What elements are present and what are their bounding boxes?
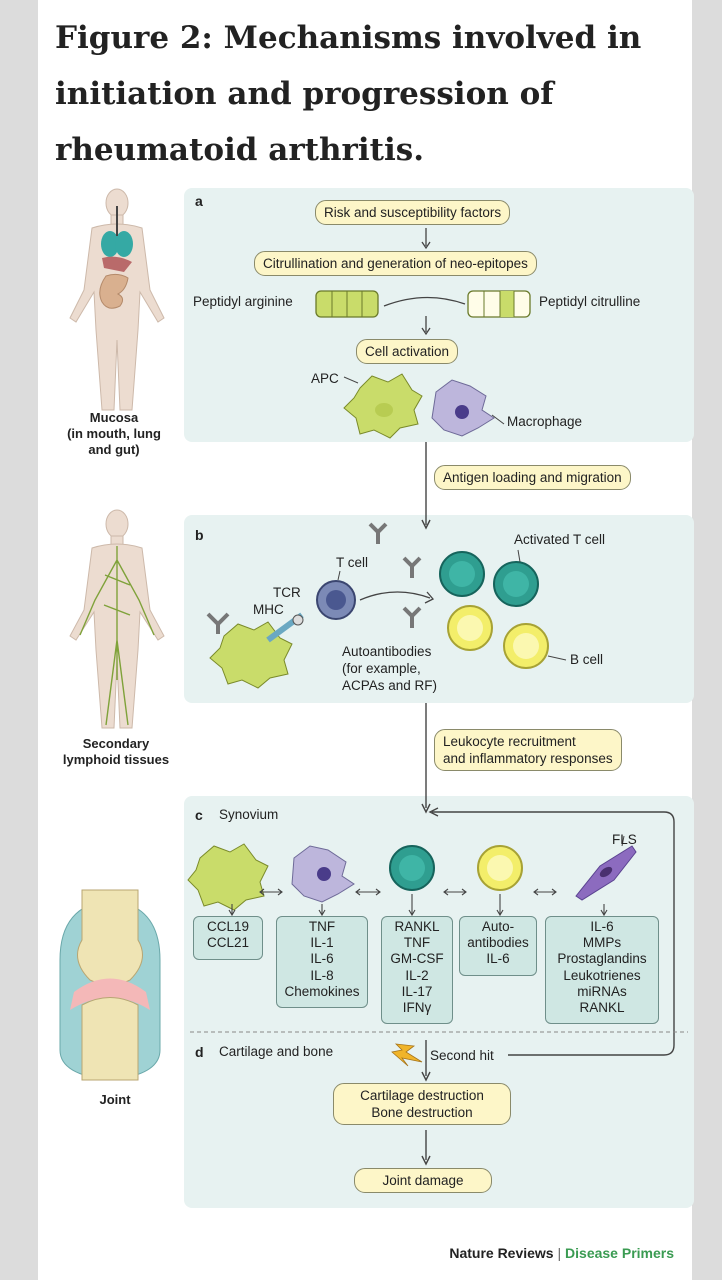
cytokine-item: IL-6 bbox=[590, 919, 614, 934]
activated-t-cell-label: Activated T cell bbox=[514, 532, 606, 547]
cartilage-bone-title: Cartilage and bone bbox=[219, 1044, 334, 1059]
mucosa-label-line1: Mucosa bbox=[89, 410, 139, 425]
mucosa-label-line2: (in mouth, lung bbox=[67, 426, 161, 441]
apc-label: APC bbox=[311, 371, 339, 386]
antibody-icon-2 bbox=[402, 556, 422, 578]
peptidyl-citrulline-icon bbox=[467, 290, 531, 318]
peptidyl-arginine-label: Peptidyl arginine bbox=[193, 294, 293, 309]
joint-damage-box: Joint damage bbox=[354, 1168, 492, 1193]
cytokine-box-t-cell: RANKL TNF GM-CSF IL-2 IL-17 IFNγ bbox=[381, 916, 453, 1024]
secondary-label-line1: Secondary bbox=[82, 736, 150, 751]
macrophage-label: Macrophage bbox=[507, 414, 583, 429]
secondary-lymphoid-label: Secondary lymphoid tissues bbox=[46, 736, 186, 768]
panel-b-label: b bbox=[195, 527, 204, 543]
leukocyte-line1: Leukocyte recruitment bbox=[443, 734, 576, 749]
cytokine-item: IL-17 bbox=[401, 983, 433, 999]
synovium-title: Synovium bbox=[219, 807, 279, 822]
cytokine-item: Leukotrienes bbox=[563, 967, 641, 983]
panel-d-label: d bbox=[195, 1044, 204, 1060]
tcr-label: TCR bbox=[273, 585, 301, 600]
footer-series: Disease Primers bbox=[565, 1245, 674, 1261]
antibody-icon-3 bbox=[402, 606, 422, 628]
fls-label: FLS bbox=[612, 832, 637, 847]
figure-title: Figure 2: Mechanisms involved in initiat… bbox=[55, 20, 642, 168]
destruction-line2: Bone destruction bbox=[371, 1105, 473, 1120]
antigen-loading-box: Antigen loading and migration bbox=[434, 465, 631, 490]
cell-arrows bbox=[228, 888, 608, 917]
risk-factors-box: Risk and susceptibility factors bbox=[315, 200, 511, 225]
second-hit-label: Second hit bbox=[430, 1048, 494, 1063]
cytokine-item: Chemokines bbox=[284, 983, 360, 999]
lightning-icon bbox=[391, 1043, 423, 1067]
conversion-arrow bbox=[383, 296, 466, 307]
mucosa-label: Mucosa (in mouth, lung and gut) bbox=[52, 410, 176, 458]
secondary-label-line2: lymphoid tissues bbox=[62, 752, 170, 767]
cytokine-item: RANKL bbox=[579, 1000, 625, 1016]
t-cell-icon bbox=[316, 580, 356, 620]
cytokine-box-apc: CCL19 CCL21 bbox=[193, 916, 263, 960]
cytokine-item: TNF bbox=[308, 919, 336, 934]
autoantibodies-line3: ACPAs and RF) bbox=[342, 678, 438, 693]
synovium-t-cell-icon bbox=[389, 845, 435, 891]
peptidyl-arginine-icon bbox=[315, 290, 379, 318]
mhc-label: MHC bbox=[253, 602, 284, 617]
organs-icon bbox=[99, 206, 133, 309]
cytokine-item: IL-2 bbox=[405, 967, 429, 983]
cytokine-item: GM-CSF bbox=[390, 951, 444, 967]
cytokine-item: CCL21 bbox=[206, 935, 250, 951]
footer-separator: | bbox=[557, 1245, 562, 1261]
cytokine-item: antibodies bbox=[467, 935, 529, 951]
peptidyl-citrulline-label: Peptidyl citrulline bbox=[539, 294, 641, 309]
journal-credit: Nature Reviews | Disease Primers bbox=[449, 1245, 674, 1261]
footer-brand: Nature Reviews bbox=[449, 1245, 554, 1261]
antibody-icon-4 bbox=[206, 612, 230, 634]
cytokine-item: IL-6 bbox=[310, 951, 334, 967]
joint-icon bbox=[59, 889, 161, 1081]
cytokine-item: CCL19 bbox=[206, 919, 250, 934]
cytokine-item: IL-8 bbox=[310, 967, 334, 983]
citrullination-box: Citrullination and generation of neo-epi… bbox=[254, 251, 537, 276]
cytokine-item: Prostaglandins bbox=[557, 951, 647, 967]
cytokine-box-fls: IL-6 MMPs Prostaglandins Leukotrienes mi… bbox=[545, 916, 659, 1024]
cytokine-item: IL-1 bbox=[310, 935, 334, 951]
cytokine-item: TNF bbox=[403, 935, 431, 951]
destruction-line1: Cartilage destruction bbox=[360, 1088, 484, 1103]
fls-cell-icon bbox=[575, 845, 637, 901]
synovium-apc-icon bbox=[187, 843, 269, 911]
joint-label: Joint bbox=[99, 1092, 131, 1107]
cytokine-item: MMPs bbox=[582, 935, 622, 951]
t-cell-label: T cell bbox=[336, 555, 369, 570]
synovium-macrophage-icon bbox=[291, 845, 355, 903]
autoantibodies-line1: Autoantibodies bbox=[342, 644, 432, 659]
cytokine-item: RANKL bbox=[394, 919, 440, 934]
cytokine-box-b-cell: Auto- antibodies IL-6 bbox=[459, 916, 537, 976]
mucosa-label-line3: and gut) bbox=[88, 442, 140, 457]
cell-activation-box: Cell activation bbox=[356, 339, 459, 364]
destruction-box: Cartilage destruction Bone destruction bbox=[333, 1083, 511, 1125]
leukocyte-line2: and inflammatory responses bbox=[443, 751, 613, 766]
b-cell-label: B cell bbox=[570, 652, 604, 667]
cytokine-item: IL-6 bbox=[486, 951, 510, 967]
autoantibodies-label: Autoantibodies (for example, ACPAs and R… bbox=[342, 643, 437, 694]
panel-c-label: c bbox=[195, 807, 203, 823]
synovium-b-cell-icon bbox=[477, 845, 523, 891]
cytokine-item: miRNAs bbox=[577, 983, 627, 999]
autoantibodies-line2: (for example, bbox=[342, 661, 421, 676]
cytokine-item: IFNγ bbox=[402, 1000, 432, 1016]
apc-cell-icon bbox=[343, 373, 423, 439]
panel-a-label: a bbox=[195, 193, 203, 209]
antibody-icon-1 bbox=[368, 522, 388, 544]
leukocyte-recruitment-box: Leukocyte recruitment and inflammatory r… bbox=[434, 729, 622, 771]
cytokine-box-macrophage: TNF IL-1 IL-6 IL-8 Chemokines bbox=[276, 916, 368, 1008]
cytokine-item: Auto- bbox=[481, 919, 515, 934]
macrophage-icon bbox=[431, 379, 495, 437]
lymph-vessels-icon bbox=[79, 546, 155, 726]
